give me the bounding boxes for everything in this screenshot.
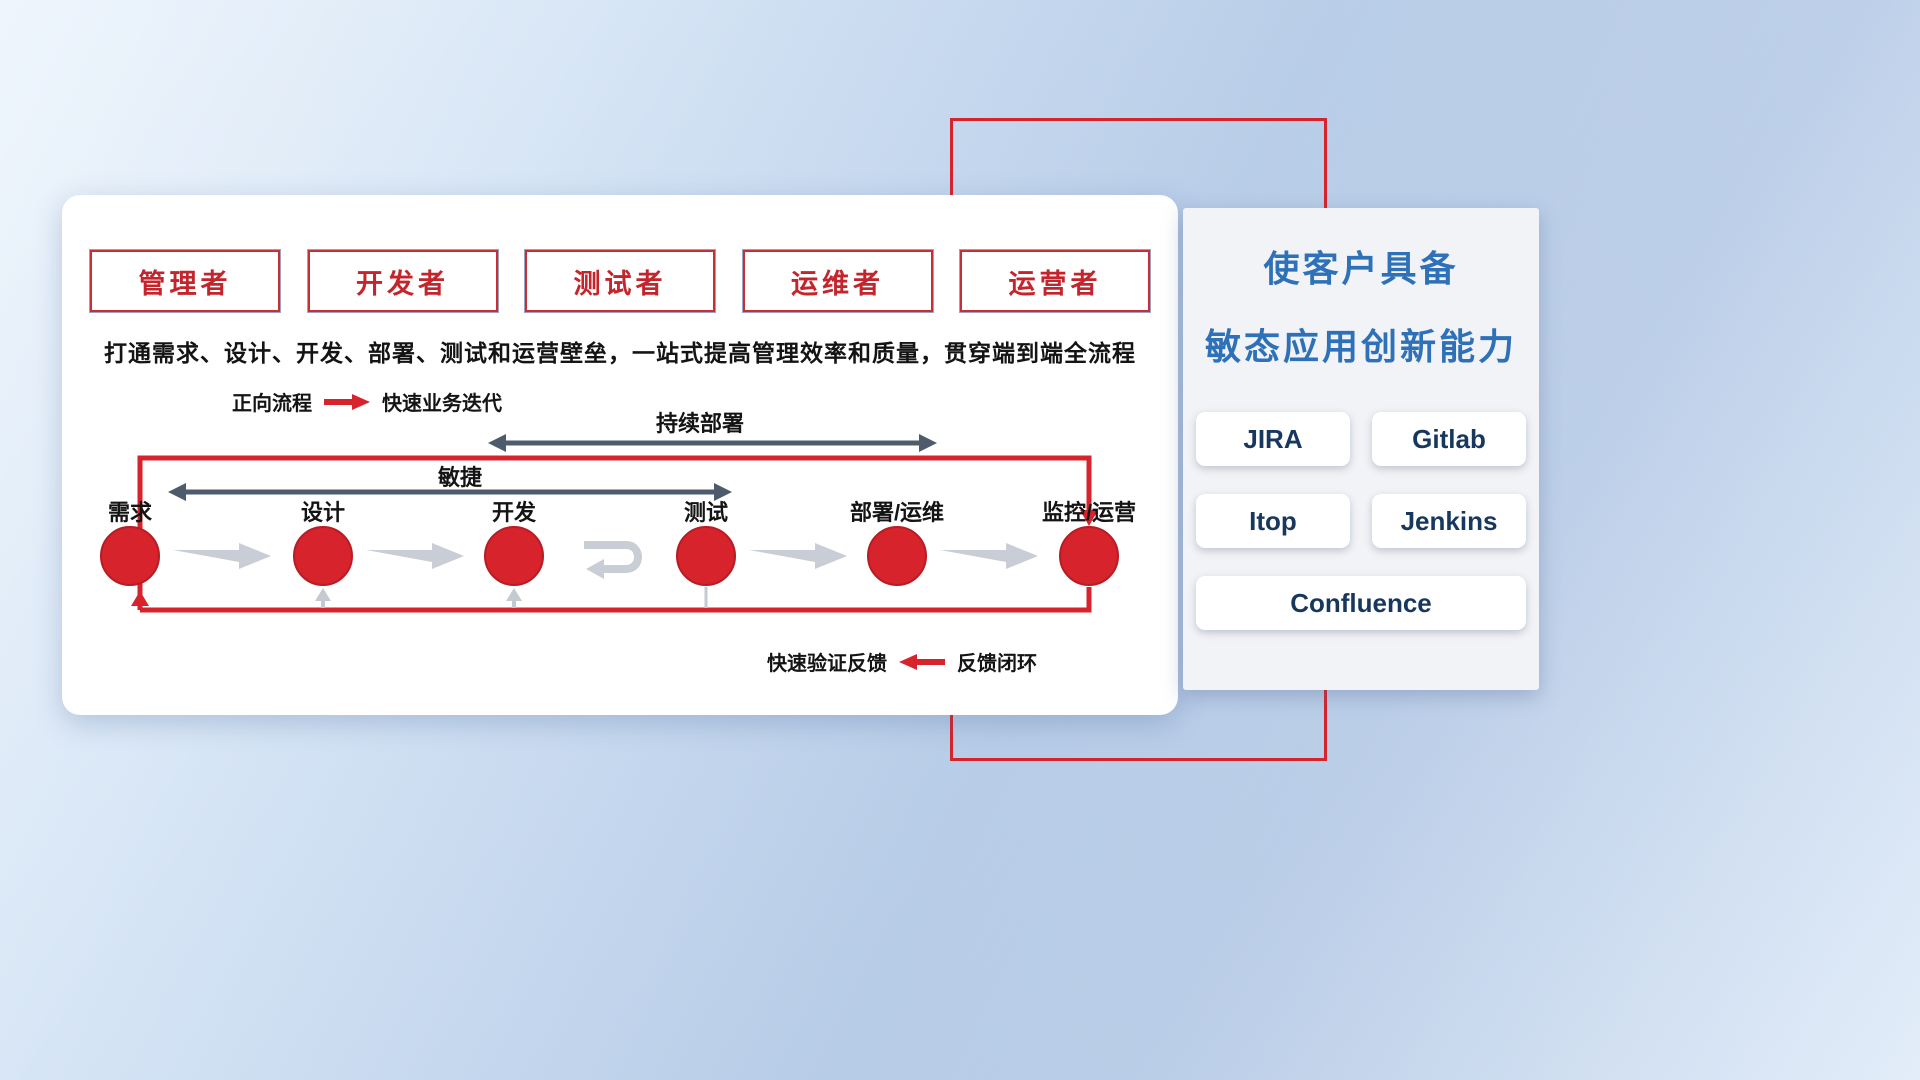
roles-row: 管理者 开发者 测试者 运维者 运营者	[90, 250, 1150, 312]
step-circle-monitor-ops	[1059, 526, 1119, 586]
feedback-legend: 快速验证反馈 反馈闭环	[767, 647, 1037, 676]
iteration-loop-icon	[584, 541, 642, 573]
feedback-legend-title: 反馈闭环	[957, 653, 1037, 675]
role-box-tester: 测试者	[525, 250, 715, 312]
up-arrow-icon	[315, 588, 331, 601]
devops-flow-card: 管理者 开发者 测试者 运维者 运营者 打通需求、设计、开发、部署、测试和运营壁…	[62, 195, 1178, 715]
step-arrow-icon	[173, 543, 271, 569]
feedback-loop-arrowhead-icon	[131, 591, 149, 606]
role-label: 管理者	[138, 268, 232, 299]
step-circle-deploy-ops	[867, 526, 927, 586]
tool-button-jenkins: Jenkins	[1372, 494, 1526, 548]
flow-diagram	[100, 434, 1119, 613]
step-circle-development	[484, 526, 544, 586]
role-label: 开发者	[356, 268, 449, 299]
value-proposition-panel: 使客户具备 敏态应用创新能力 JIRA Gitlab Itop Jenkins …	[1183, 208, 1539, 690]
step-circle-requirements	[100, 526, 160, 586]
forward-loop-arrowhead-icon	[1080, 510, 1098, 526]
up-arrow-icon	[506, 588, 522, 601]
role-label: 运维者	[791, 268, 884, 299]
step-circle-design	[293, 526, 353, 586]
role-box-operator: 运营者	[960, 250, 1150, 312]
role-label: 运营者	[1008, 268, 1102, 299]
tool-button-itop: Itop	[1196, 494, 1350, 548]
step-arrow-icon	[366, 543, 464, 569]
step-label-testing: 测试	[683, 500, 728, 525]
left-arrow-icon	[899, 653, 945, 670]
forward-legend-title: 正向流程	[232, 393, 312, 415]
right-arrow-icon	[324, 393, 370, 410]
step-label-requirements: 需求	[107, 500, 152, 525]
feedback-legend-value: 快速验证反馈	[767, 653, 887, 675]
right-arrowhead-icon	[919, 434, 937, 452]
left-arrowhead-icon	[168, 483, 186, 501]
step-circle-testing	[676, 526, 736, 586]
role-box-developer: 开发者	[307, 250, 498, 312]
tool-button-jira: JIRA	[1196, 412, 1350, 466]
forward-loop-line	[137, 455, 1092, 610]
agile-label: 敏捷	[437, 465, 482, 490]
forward-flow-legend: 正向流程 快速业务迭代	[232, 387, 502, 416]
step-label-development: 开发	[491, 500, 536, 525]
iteration-loop-arrowhead-icon	[586, 559, 604, 579]
step-label-design: 设计	[300, 500, 345, 525]
forward-legend-value: 快速业务迭代	[382, 393, 502, 415]
role-box-operations: 运维者	[742, 250, 933, 312]
step-arrow-icon	[749, 543, 847, 569]
step-label-monitor-ops: 监控/运营	[1041, 500, 1137, 525]
step-arrow-icon	[940, 543, 1038, 569]
role-label: 测试者	[573, 268, 667, 299]
flow-description: 打通需求、设计、开发、部署、测试和运营壁垒，一站式提高管理效率和质量，贯穿端到端…	[104, 340, 1136, 366]
panel-title-line2: 敏态应用创新能力	[1204, 326, 1517, 367]
continuous-deployment-label: 持续部署	[655, 411, 744, 436]
panel-title-line1: 使客户具备	[1263, 248, 1459, 289]
left-arrowhead-icon	[488, 434, 506, 452]
role-box-manager: 管理者	[90, 250, 280, 312]
step-label-deploy-ops: 部署/运维	[849, 500, 945, 525]
feedback-loop-line	[140, 587, 1092, 613]
right-arrowhead-icon	[714, 483, 732, 501]
tool-button-confluence: Confluence	[1196, 576, 1526, 630]
tool-grid: JIRA Gitlab Itop Jenkins Confluence	[1196, 412, 1526, 630]
tool-button-gitlab: Gitlab	[1372, 412, 1526, 466]
